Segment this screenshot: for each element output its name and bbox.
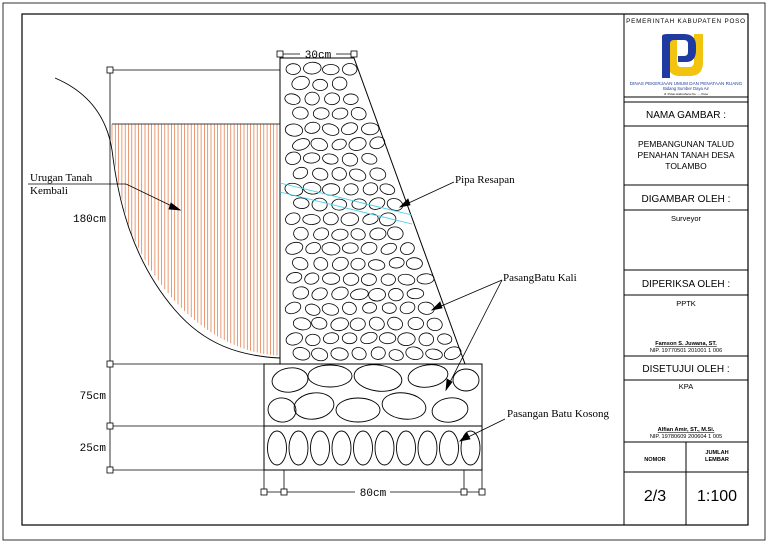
scale: 1:100	[697, 488, 737, 505]
approved-by-nip: NIP. 19780609 200604 1 005	[650, 434, 722, 440]
total-label-line2: LEMBAR	[705, 457, 729, 463]
dim-height-base: 25cm	[80, 443, 107, 455]
excavation-curve	[54, 77, 281, 359]
agency-address: Jl. Pulau Halmahera No. ..., Poso	[664, 92, 709, 96]
agency-logo	[662, 34, 703, 78]
masonry-wall-stones	[284, 61, 462, 362]
wall-section	[54, 57, 483, 471]
drainage-pipe	[279, 182, 413, 225]
dry-stone-base	[263, 425, 483, 471]
label-dry-stone: Pasangan Batu Kosong	[507, 408, 610, 420]
label-pipe: Pipa Resapan	[455, 174, 515, 186]
dry-stone-base-stones	[267, 430, 481, 466]
dim-top-width: 30cm	[305, 50, 332, 62]
label-backfill-line2: Kembali	[30, 185, 68, 197]
number-label: NOMOR	[644, 457, 665, 463]
drawing-name-label: NAMA GAMBAR :	[646, 110, 726, 121]
total-label-line1: JUMLAH	[705, 450, 728, 456]
label-backfill-line1: Urugan Tanah	[30, 172, 93, 184]
drawn-by-label: DIGAMBAR OLEH :	[642, 194, 731, 205]
leaders	[28, 181, 506, 442]
checked-by-name: Famson S. Juwana, ST.	[655, 341, 717, 347]
checked-by-label: DIPERIKSA OLEH :	[642, 279, 730, 290]
dim-bottom-width: 80cm	[360, 488, 387, 500]
backfill-area	[111, 123, 280, 356]
approved-by-role: KPA	[679, 382, 693, 391]
agency-name: DINAS PEKERJAAN UMUM DAN PENATAAN RUANG	[630, 81, 743, 86]
checked-by-role: PPTK	[676, 299, 696, 308]
agency-header: PEMERINTAH KABUPATEN POSO	[626, 18, 746, 25]
dim-height-footing: 75cm	[80, 391, 107, 403]
dimension-lines	[106, 50, 486, 496]
sheet-number: 2/3	[644, 488, 666, 505]
masonry-footing-stones	[267, 364, 480, 423]
label-masonry: PasangBatu Kali	[503, 272, 577, 284]
dim-height-main: 180cm	[73, 214, 106, 226]
drawn-by: Surveyor	[671, 214, 702, 223]
approved-by-label: DISETUJUI OLEH :	[642, 364, 729, 375]
drawing-name: PEMBANGUNAN TALUD PENAHAN TANAH DESA TOL…	[637, 139, 735, 171]
checked-by-nip: NIP. 19770501 201001 1 006	[650, 348, 722, 354]
approved-by-name: Alfian Amir, ST., M.Si.	[658, 427, 715, 433]
agency-division: Bidang Sumber Daya Air	[663, 86, 709, 91]
title-block-frame	[623, 14, 748, 525]
backfill-hatch	[111, 124, 278, 356]
masonry-footing	[263, 363, 483, 427]
